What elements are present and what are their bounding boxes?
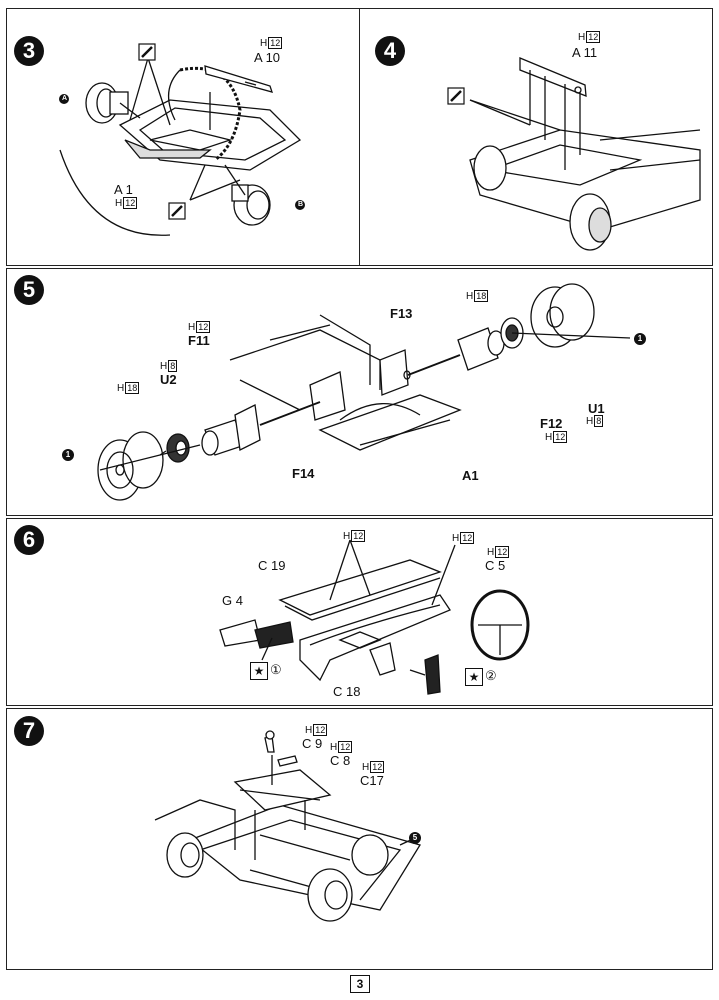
callout-a: A [61,95,68,102]
callout-1-left: 1 [65,450,71,459]
page-number: 3 [350,975,370,993]
decal-two-label: ② [485,668,497,683]
panel-step-7 [6,708,713,970]
part-f13-label: F13 [390,306,413,321]
step-7-number: 7 [14,716,44,746]
step-3-number: 3 [14,36,44,66]
part-u1-label: U1 [588,401,605,416]
part-f14-label: F14 [292,466,315,481]
part-a11-label: A 11 [572,45,598,60]
panel-step-6 [6,518,713,706]
part-c5-label: C 5 [485,558,506,573]
panel-steps-3-4 [6,8,713,266]
panel-step-5 [6,268,713,516]
part-a1-label-step5: A1 [462,468,479,483]
callout-1-right: 1 [637,334,643,343]
part-f11-label: F11 [188,333,210,348]
part-c9-label: C 9 [302,736,323,751]
part-g4-label: G 4 [222,593,243,608]
part-u2-label: U2 [160,372,177,387]
callout-5: 5 [412,833,418,842]
decal-star-icon-1: ★ [250,662,268,680]
part-c8-label: C 8 [330,753,351,768]
part-c17-label: C17 [360,773,384,788]
decal-star-icon-2: ★ [465,668,483,686]
part-a10-label: A 10 [254,50,281,65]
step-5-number: 5 [14,275,44,305]
part-a1-label: A 1 [114,182,133,197]
step-6-number: 6 [14,525,44,555]
panel-divider [359,9,360,265]
step-4-number: 4 [375,36,405,66]
part-c18-label: C 18 [333,684,361,699]
part-c19-label: C 19 [258,558,286,573]
callout-b: B [297,201,304,208]
part-f12-label: F12 [540,416,563,431]
decal-one-label: ① [270,662,282,677]
